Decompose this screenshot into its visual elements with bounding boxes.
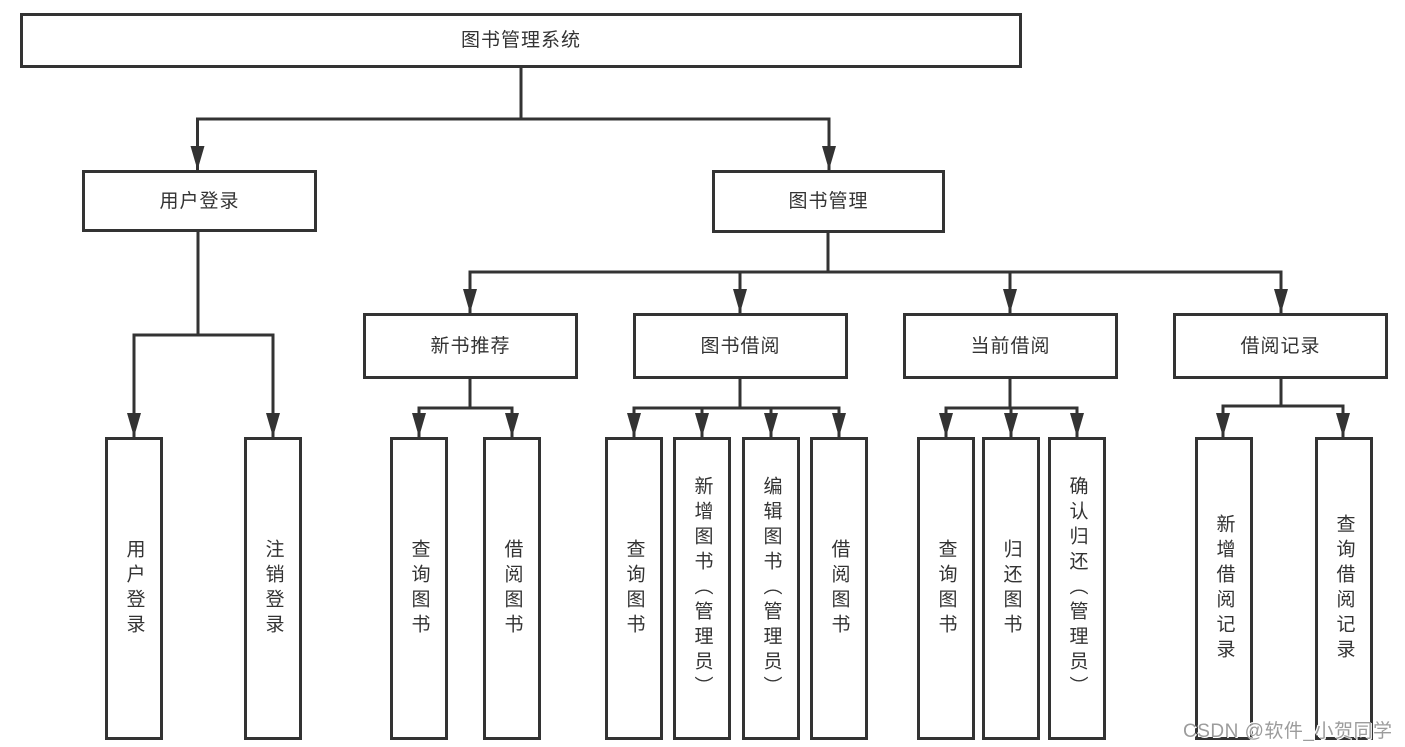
leaf-add-book-admin: 新增图书（管理员） xyxy=(673,437,731,740)
node-book-management: 图书管理 xyxy=(712,170,945,233)
node-label: 新增图书（管理员） xyxy=(691,476,713,701)
leaf-confirm-return-admin: 确认归还（管理员） xyxy=(1048,437,1106,740)
leaf-logout: 注销登录 xyxy=(244,437,302,740)
node-label: 注销登录 xyxy=(262,538,284,639)
node-label: 借阅图书 xyxy=(501,538,523,639)
node-label: 用户登录 xyxy=(159,190,240,212)
leaf-borrow-books: 借阅图书 xyxy=(810,437,868,740)
node-label: 新书推荐 xyxy=(430,335,511,357)
node-label: 借阅记录 xyxy=(1240,335,1321,357)
node-label: 借阅图书 xyxy=(828,538,850,639)
node-book-borrowing: 图书借阅 xyxy=(633,313,848,379)
node-library-system: 图书管理系统 xyxy=(20,13,1022,68)
leaf-edit-book-admin: 编辑图书（管理员） xyxy=(742,437,800,740)
leaf-return-books: 归还图书 xyxy=(982,437,1040,740)
leaf-query-books-recommend: 查询图书 xyxy=(390,437,448,740)
node-label: 归还图书 xyxy=(1000,538,1022,639)
node-label: 图书管理系统 xyxy=(460,30,581,51)
node-label: 当前借阅 xyxy=(970,335,1051,357)
node-label: 图书管理 xyxy=(788,191,869,212)
node-new-book-recommend: 新书推荐 xyxy=(363,313,578,379)
node-user-login: 用户登录 xyxy=(82,170,317,232)
node-label: 查询借阅记录 xyxy=(1333,513,1355,664)
connectors-group xyxy=(127,68,1350,437)
node-current-borrowing: 当前借阅 xyxy=(903,313,1118,379)
leaf-query-books-current: 查询图书 xyxy=(917,437,975,740)
csdn-watermark: CSDN @软件_小贺同学 xyxy=(1183,721,1393,742)
leaf-query-borrow-record: 查询借阅记录 xyxy=(1315,437,1373,740)
node-label: 图书借阅 xyxy=(700,335,781,357)
node-label: 查询图书 xyxy=(408,538,430,639)
node-label: 确认归还（管理员） xyxy=(1066,476,1088,701)
node-label: 查询图书 xyxy=(935,538,957,639)
node-label: 编辑图书（管理员） xyxy=(760,476,782,701)
leaf-query-books-borrow: 查询图书 xyxy=(605,437,663,740)
node-label: 用户登录 xyxy=(123,538,145,639)
leaf-borrow-books-recommend: 借阅图书 xyxy=(483,437,541,740)
node-label: 查询图书 xyxy=(623,538,645,639)
node-borrow-records: 借阅记录 xyxy=(1173,313,1388,379)
leaf-add-borrow-record: 新增借阅记录 xyxy=(1195,437,1253,740)
leaf-user-login: 用户登录 xyxy=(105,437,163,740)
node-label: 新增借阅记录 xyxy=(1213,513,1235,664)
